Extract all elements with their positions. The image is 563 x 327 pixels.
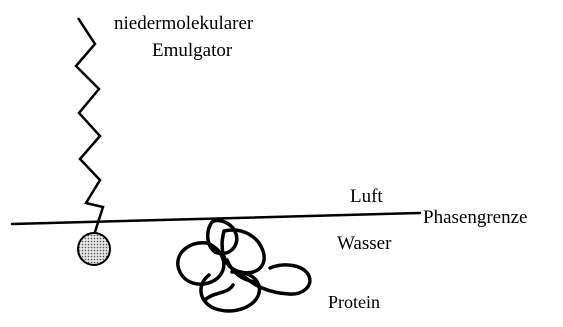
- label-air: Luft: [350, 186, 383, 207]
- label-emulsifier-line1: niedermolekularer: [114, 13, 254, 34]
- label-water: Wasser: [337, 233, 392, 254]
- label-phase-boundary: Phasengrenze: [423, 207, 528, 228]
- emulsifier-tail: [74, 17, 105, 236]
- label-protein: Protein: [328, 292, 380, 312]
- label-emulsifier-line2: Emulgator: [152, 40, 233, 61]
- emulsifier-head: [77, 232, 111, 266]
- protein-coil: [176, 218, 312, 313]
- phase-boundary-line: [10, 211, 422, 226]
